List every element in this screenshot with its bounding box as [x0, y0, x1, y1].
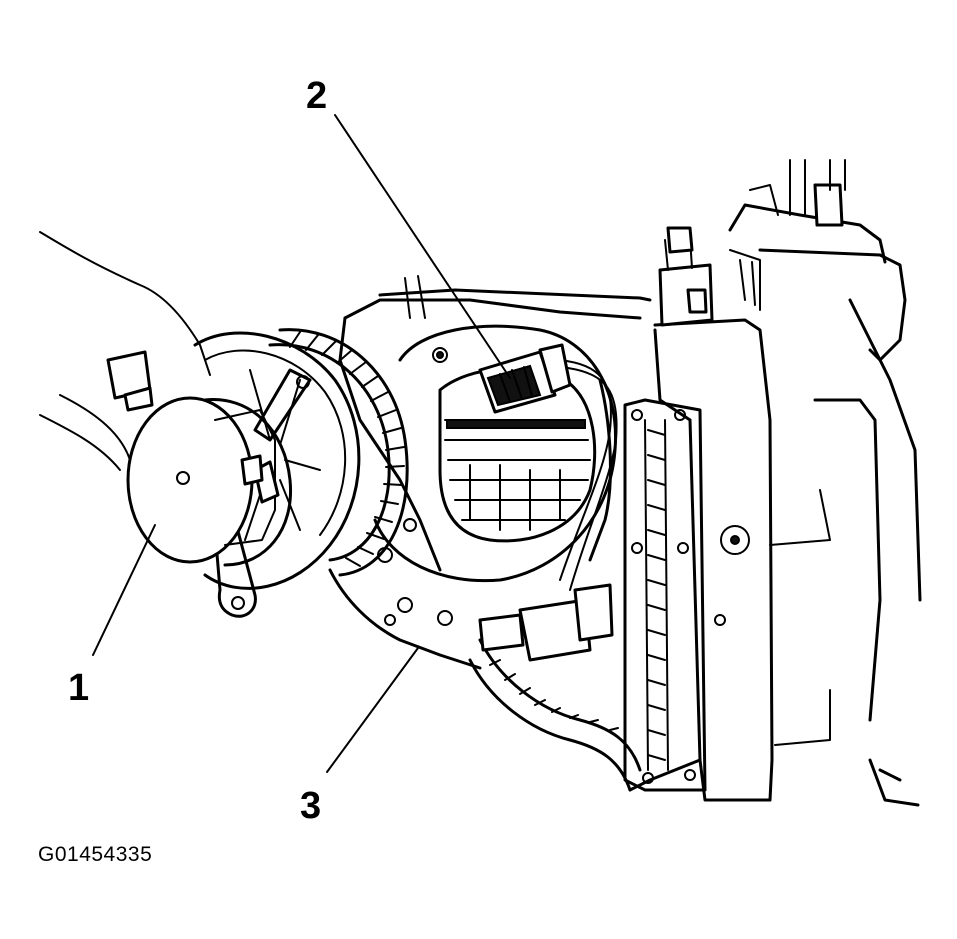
blower-motor: [39, 231, 409, 618]
blower-case: [328, 316, 642, 792]
figure-id: G01454335: [38, 843, 153, 866]
callout-3: 3: [300, 785, 321, 827]
electrical-connector: [478, 343, 572, 414]
callout-1: 1: [68, 667, 89, 709]
callout-2: 2: [306, 75, 327, 117]
leader-lines: [92, 114, 511, 773]
hvac-housing: [343, 159, 922, 807]
